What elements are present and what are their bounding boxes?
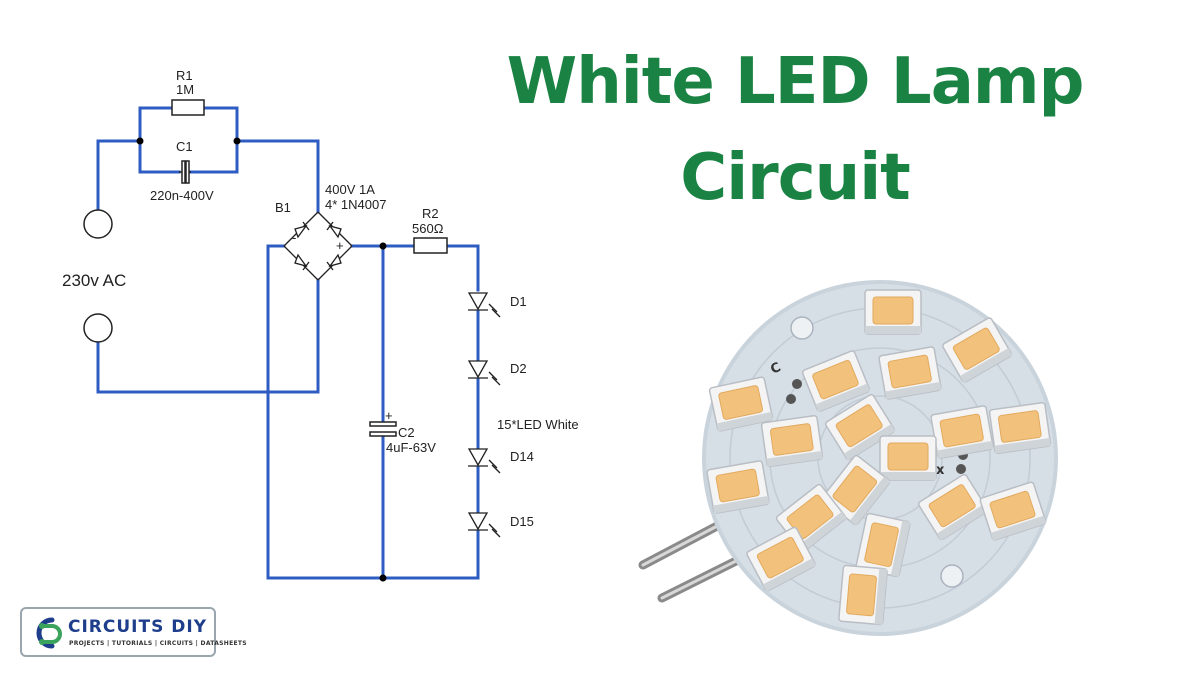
smd-led [864,289,922,335]
logo-tagline: PROJECTS | TUTORIALS | CIRCUITS | DATASH… [69,640,247,647]
d2-label: D2 [510,361,527,376]
smd-led [821,454,891,526]
junctions [136,137,387,582]
capacitor-c2 [369,421,397,437]
capacitor-c1 [179,160,191,184]
logo-name: CIRCUITS DIY [68,617,208,637]
led-board-photo: C x [638,280,1058,636]
smd-led-array [706,289,1052,626]
smd-led [988,401,1052,455]
resistor-r1 [171,99,205,116]
smd-led [760,414,824,468]
smd-led [706,460,770,514]
mounting-hole [940,564,964,588]
c1-value: 220n-400V [150,188,214,203]
wire-ac-top [96,139,142,212]
wire-c1-right [189,139,239,174]
smd-led [930,405,994,459]
led-d1 [467,292,501,318]
wire-r1-left [138,106,174,143]
d1-label: D1 [510,294,527,309]
smd-led [824,393,896,461]
d14-label: D14 [510,449,534,464]
d15-label: D15 [510,514,534,529]
source-label: 230v AC [62,271,126,290]
smd-led [942,317,1013,384]
smd-led [708,376,774,432]
wire-c1-left [138,139,181,174]
c2-plus-mark: + [385,408,393,423]
b1-rating: 400V 1A [325,182,375,197]
c2-name: C2 [398,425,415,440]
r1-value: 1M [176,82,194,97]
bridge-plus-mark: + [336,238,344,253]
r1-name: R1 [176,68,193,83]
board-mark-x: x [936,463,945,478]
smd-led [979,481,1047,541]
led-d15 [467,512,501,538]
schematic-wires [96,106,480,580]
led-string [467,292,501,538]
led-d2 [467,360,501,386]
b1-name: B1 [275,200,291,215]
bridge-rectifier-b1 [283,211,353,281]
led-d14 [467,448,501,474]
c2-value: 4uF-63V [386,440,436,455]
smd-led [917,473,989,541]
wire-to-bridge-top [235,139,320,214]
smd-led [838,564,888,626]
wire-r2-out [445,244,480,292]
smd-led [801,350,871,412]
c1-name: C1 [176,139,193,154]
r2-name: R2 [422,206,439,221]
ac-terminal-bottom [83,313,113,343]
mounting-hole [790,316,814,340]
ac-terminal-top [83,209,113,239]
wire-negative-rail [266,244,480,580]
r2-value: 560Ω [412,221,444,236]
junction-dot [379,574,387,582]
wire-r1-right [202,106,239,143]
smd-led [746,526,817,592]
page-title-line-2: Circuit [680,141,911,215]
smd-led [878,346,942,400]
circuits-diy-logo: CIRCUITS DIY PROJECTS | TUTORIALS | CIRC… [20,607,247,657]
resistor-r2 [413,237,448,254]
led-note: 15*LED White [497,417,579,432]
b1-part: 4* 1N4007 [325,197,386,212]
junction-dot [136,137,144,145]
junction-dot [233,137,241,145]
bridge-minus-mark: - [292,230,296,245]
smd-led [855,512,911,578]
logo-cd-icon [36,617,62,649]
junction-dot [379,242,387,250]
wire-ac-bottom [96,278,320,394]
smd-led [879,435,937,481]
page-title-line-1: White LED Lamp [506,45,1085,119]
